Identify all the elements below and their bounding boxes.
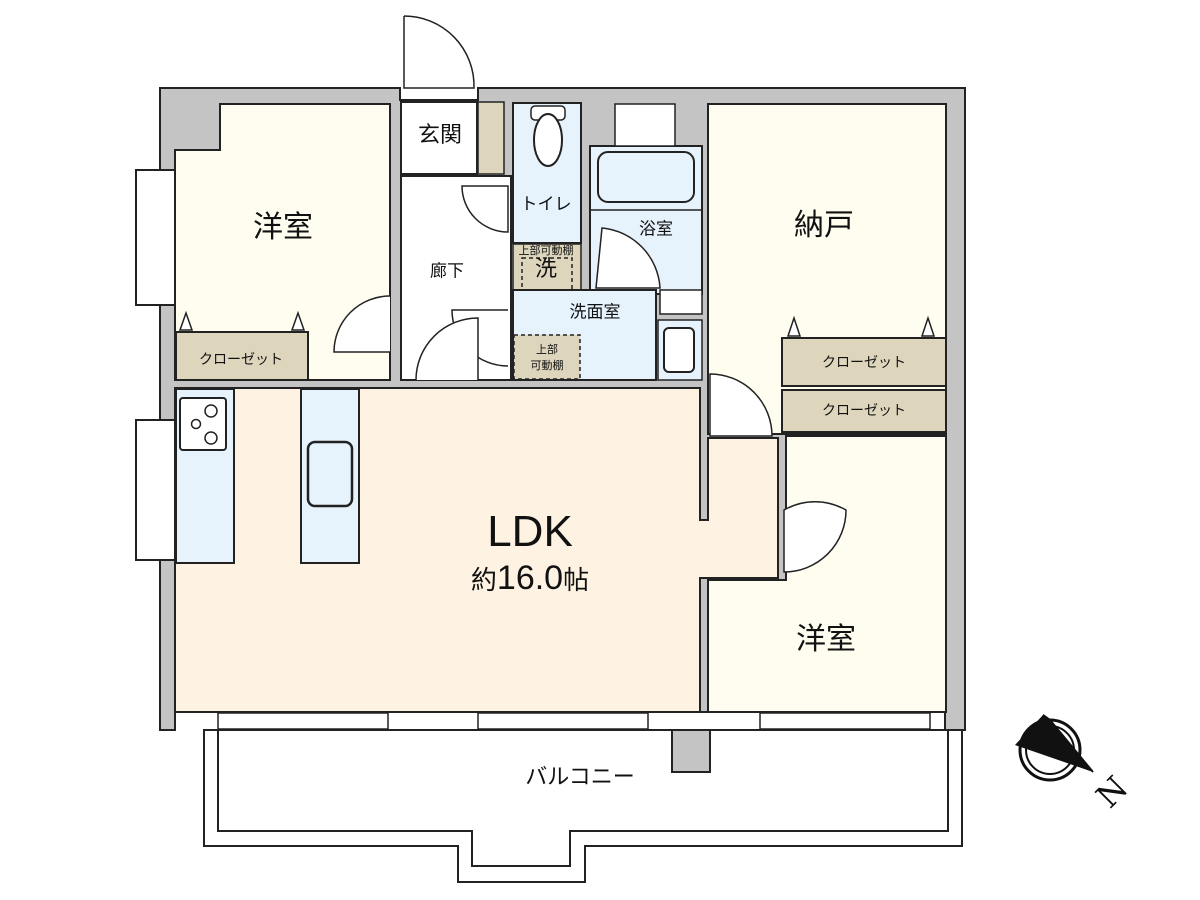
entrance-door (403, 15, 475, 89)
window-west-upper (135, 169, 177, 306)
window-west-lower (135, 419, 177, 561)
sink-icon (306, 440, 354, 508)
label-washroom: 洗面室 (569, 302, 621, 323)
label-hallway: 廊下 (430, 261, 464, 282)
washbasin-icon (663, 327, 695, 373)
room-ldk (174, 387, 779, 713)
room-entrance (400, 101, 478, 175)
washroom-shelf (513, 334, 581, 380)
label-storage-room: 納戸 (794, 208, 854, 243)
label-laundry-shelf: 上部可動棚 (518, 243, 574, 257)
stove-icon (179, 397, 227, 451)
label-ldk-size: 約16.0帖 (471, 561, 589, 595)
label-laundry: 洗 (534, 257, 558, 282)
closet-ne-2 (781, 389, 947, 433)
balcony (203, 729, 963, 883)
label-western-room-se: 洋室 (796, 622, 856, 657)
toilet-icon (533, 113, 563, 167)
compass-icon (1015, 714, 1094, 782)
laundry-space (512, 243, 582, 291)
label-ldk: LDK (487, 507, 573, 556)
label-washroom-shelf-2: 可動棚 (530, 358, 564, 372)
closet-nw (175, 331, 309, 381)
ldk-size-prefix: 約 (470, 566, 497, 596)
label-closet-nw: クローゼット (199, 352, 283, 368)
room-western-se (707, 435, 947, 713)
label-entrance: 玄関 (417, 123, 463, 148)
ldk-size-value: 16.0 (496, 559, 564, 597)
balcony-pillar (671, 729, 711, 773)
label-closet-ne-1: クローゼット (822, 355, 906, 371)
closet-ne-1 (781, 337, 947, 387)
label-washroom-shelf-1: 上部 (536, 342, 558, 356)
ldk-size-unit: 帖 (563, 566, 590, 596)
label-bathroom: 浴室 (639, 219, 673, 240)
label-balcony: バルコニー (525, 765, 635, 790)
label-western-room-nw: 洋室 (253, 210, 313, 245)
bathtub-icon (597, 151, 695, 203)
label-toilet: トイレ (520, 194, 572, 215)
label-closet-ne-2: クローゼット (822, 403, 906, 419)
